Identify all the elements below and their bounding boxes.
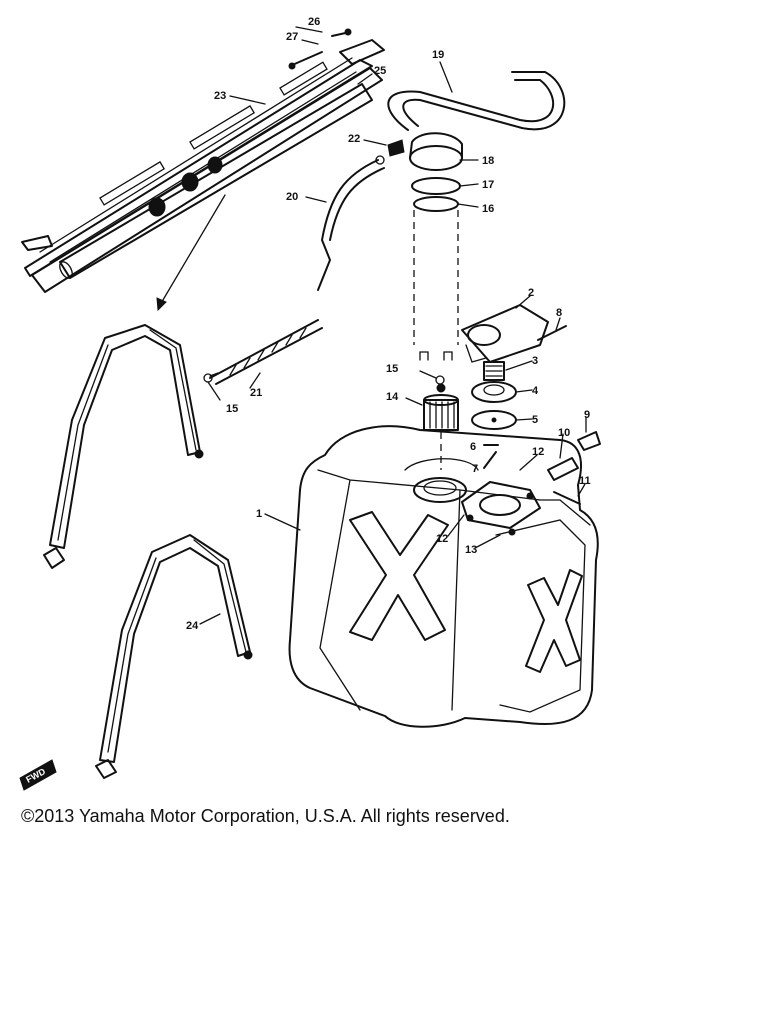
callout-22: 22: [348, 133, 360, 145]
fuel-cock-housing: [461, 304, 549, 363]
filler-neck: [413, 196, 459, 361]
callout-23: 23: [214, 90, 226, 102]
callout-10: 10: [558, 427, 570, 439]
callout-12-right: 12: [532, 446, 544, 458]
plug-gasket: [547, 457, 579, 481]
callout-7: 7: [472, 463, 478, 475]
fwd-badge: FWD: [19, 759, 57, 791]
breather-hose: [387, 71, 566, 131]
callout-8: 8: [556, 307, 562, 319]
callout-17: 17: [482, 179, 494, 191]
rail-tube: [59, 83, 373, 279]
callout-25: 25: [374, 65, 386, 77]
bolt-part: [553, 491, 581, 505]
filler-cap: [387, 132, 463, 171]
callout-16: 16: [482, 203, 494, 215]
callout-2: 2: [528, 287, 534, 299]
rail-bolt: [288, 51, 323, 70]
cap-gasket: [411, 177, 461, 195]
callout-13: 13: [465, 544, 477, 556]
callout-15-lower: 15: [226, 403, 238, 415]
callout-26: 26: [308, 16, 320, 28]
leader-lines: [199, 26, 587, 625]
callout-18: 18: [482, 155, 494, 167]
spring-part: [483, 361, 505, 381]
callout-1: 1: [256, 508, 262, 520]
fuel-filter: [423, 383, 459, 470]
tank-strap-lower: [95, 534, 253, 779]
callout-20: 20: [286, 191, 298, 203]
callout-11: 11: [579, 475, 591, 487]
callout-12-left: 12: [436, 533, 448, 545]
drain-plug: [577, 431, 601, 451]
tank-strap-upper: [43, 324, 204, 569]
housing-screw: [537, 325, 567, 341]
callout-21: 21: [250, 387, 262, 399]
filter-clip: [435, 375, 445, 385]
fuel-tank: [288, 425, 599, 728]
callout-6: 6: [470, 441, 476, 453]
callout-24: 24: [186, 620, 199, 632]
callout-14: 14: [386, 391, 399, 403]
callout-labels: 26 27 25 23 19 22 18 17 16 20 2 8 3 4 5 …: [186, 16, 591, 632]
callout-19: 19: [432, 49, 444, 61]
callout-4: 4: [532, 385, 539, 397]
parts-diagram: FWD: [19, 16, 601, 791]
callout-27: 27: [286, 31, 298, 43]
mounting-rail: [21, 39, 385, 293]
screw-part: [483, 451, 497, 469]
callout-15-upper: 15: [386, 363, 398, 375]
washer-part: [471, 381, 517, 403]
assembly-arrow: [156, 194, 226, 312]
callout-5: 5: [532, 414, 538, 426]
callout-9: 9: [584, 409, 590, 421]
diaphragm-part: [471, 410, 517, 430]
copyright-notice: ©2013 Yamaha Motor Corporation, U.S.A. A…: [21, 806, 510, 826]
callout-3: 3: [532, 355, 538, 367]
fuel-hose: [317, 155, 385, 291]
spring-hose: [203, 319, 323, 385]
rail-pin: [331, 28, 352, 37]
